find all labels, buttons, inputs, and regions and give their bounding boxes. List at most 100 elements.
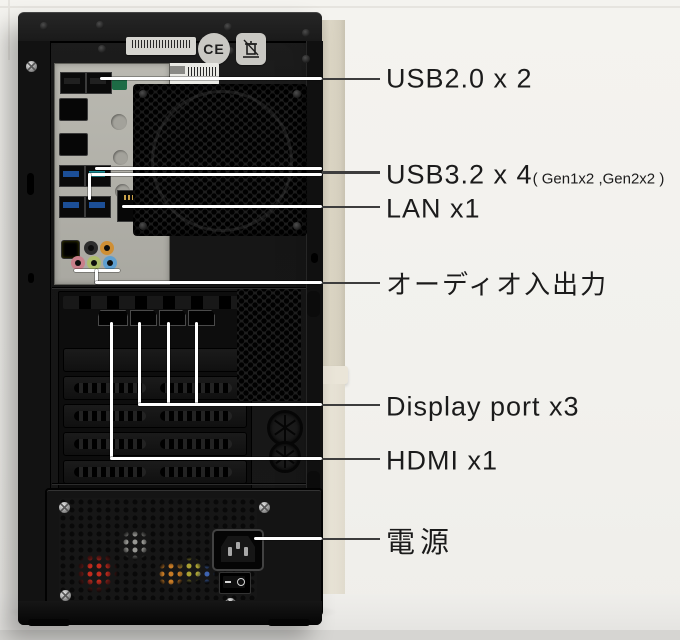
audio-jack-orange <box>100 241 114 255</box>
fan-ring <box>151 90 293 232</box>
callout-lan-line <box>122 205 322 208</box>
wall-tile-line-vertical <box>8 0 10 60</box>
screw <box>139 222 147 230</box>
usb3-gen1-port-1 <box>59 165 85 187</box>
weee-icon <box>236 33 266 65</box>
punchout-blank <box>113 150 128 165</box>
ac-earth-pin <box>236 542 240 549</box>
power-switch <box>219 572 251 594</box>
cover-vents <box>160 411 232 421</box>
callout-usb2-line-dark <box>322 78 380 80</box>
screw <box>226 47 234 55</box>
slot-cover <box>63 376 247 400</box>
screw <box>302 55 310 63</box>
usb3-gen2-port-2 <box>85 196 111 218</box>
sticker-logo <box>165 66 185 74</box>
label-power-text: 電源 <box>386 527 455 559</box>
usb-tongue <box>90 78 106 84</box>
callout-dp-line-dark <box>322 404 380 406</box>
slot-cover <box>63 404 247 428</box>
slot-cover <box>63 460 247 484</box>
callout-dp-drop-2 <box>167 322 170 406</box>
molding-cap <box>318 366 348 384</box>
c14-socket <box>221 536 255 562</box>
label-lan: LAN x1 <box>386 194 481 225</box>
gpu-bracket-vent <box>63 296 247 309</box>
rail-cutout <box>27 173 34 195</box>
panel-seam <box>52 483 306 484</box>
usb-tongue <box>89 202 105 208</box>
callout-power-line <box>254 537 322 540</box>
usb2-port-2 <box>86 72 112 94</box>
baseboard <box>321 384 345 594</box>
ce-mark-badge: CE <box>198 33 230 65</box>
rear-fan-grille <box>133 84 307 236</box>
label-hdmi: HDMI x1 <box>386 446 498 477</box>
floor-edge <box>0 630 680 640</box>
label-usb2-text: USB2.0 x 2 <box>386 63 533 94</box>
mb-displayport <box>59 133 88 156</box>
switch-on-mark <box>225 581 231 583</box>
case-right-rail <box>306 41 323 601</box>
jack-hole <box>88 245 94 251</box>
callout-hdmi-line-dark <box>322 458 380 460</box>
mb-hdmi-port <box>59 98 88 121</box>
label-hdmi-text: HDMI x1 <box>386 445 499 476</box>
screw <box>293 222 301 230</box>
label-displayport: Display port x3 <box>386 392 580 423</box>
screw <box>60 590 71 601</box>
cover-vents <box>160 467 232 477</box>
jack-hole <box>75 260 81 266</box>
panel-seam <box>52 287 306 288</box>
callout-lan-line-dark <box>322 206 380 208</box>
screw <box>139 90 147 98</box>
callout-audio-line <box>95 281 322 284</box>
wall-tile-line <box>0 6 680 8</box>
ac-pin <box>228 547 232 556</box>
ac-pin <box>244 547 248 556</box>
label-usb3-suffix: ( Gen1x2 ,Gen2x2 ) <box>532 170 665 188</box>
case-foot <box>268 619 310 626</box>
usb-tongue <box>63 202 79 208</box>
audio-jack-pink <box>71 256 85 270</box>
gpu-hdmi-port <box>98 310 128 326</box>
screw <box>98 45 106 53</box>
side-vent-column <box>237 289 301 401</box>
screw <box>26 61 37 72</box>
callout-usb2-line <box>100 77 322 80</box>
screw <box>302 29 310 37</box>
screw <box>293 90 301 98</box>
ce-mark-text: CE <box>203 41 225 57</box>
usb3-gen1-port-2 <box>59 196 85 218</box>
callout-usb3-line-dark <box>322 171 380 174</box>
expansion-slot-area <box>58 291 252 493</box>
callout-usb3-line-b <box>88 173 322 176</box>
security-lock-slot <box>311 253 318 263</box>
ac-inlet <box>212 529 264 571</box>
rail-cutout <box>28 273 34 283</box>
callout-dp-drop-3 <box>195 322 198 406</box>
gpu-displayport-3 <box>188 310 215 326</box>
serial-barcode-sticker <box>126 37 196 55</box>
screw <box>40 22 48 30</box>
motherboard-sticker <box>163 63 219 85</box>
callout-audio-line-dark <box>322 282 380 284</box>
callout-power-line-dark <box>322 538 380 540</box>
screw <box>259 502 270 513</box>
switch-off-mark <box>237 578 245 586</box>
label-audio: オーディオ入出力 <box>386 265 608 302</box>
optical-audio-port <box>61 240 80 259</box>
cover-vents <box>74 467 146 477</box>
label-lan-text: LAN x1 <box>386 193 481 224</box>
callout-dp-line <box>138 403 322 406</box>
jack-hole <box>91 260 97 266</box>
label-usb2: USB2.0 x 2 <box>386 64 533 95</box>
pc-case-rear: CE <box>18 12 323 626</box>
label-displayport-text: Display port x3 <box>386 391 580 422</box>
slot-cover <box>63 432 247 456</box>
label-power: 電源 <box>386 519 454 561</box>
gpu-displayport-1 <box>130 310 157 326</box>
gpu-displayport-2 <box>159 310 186 326</box>
callout-usb3-stub <box>88 173 91 200</box>
